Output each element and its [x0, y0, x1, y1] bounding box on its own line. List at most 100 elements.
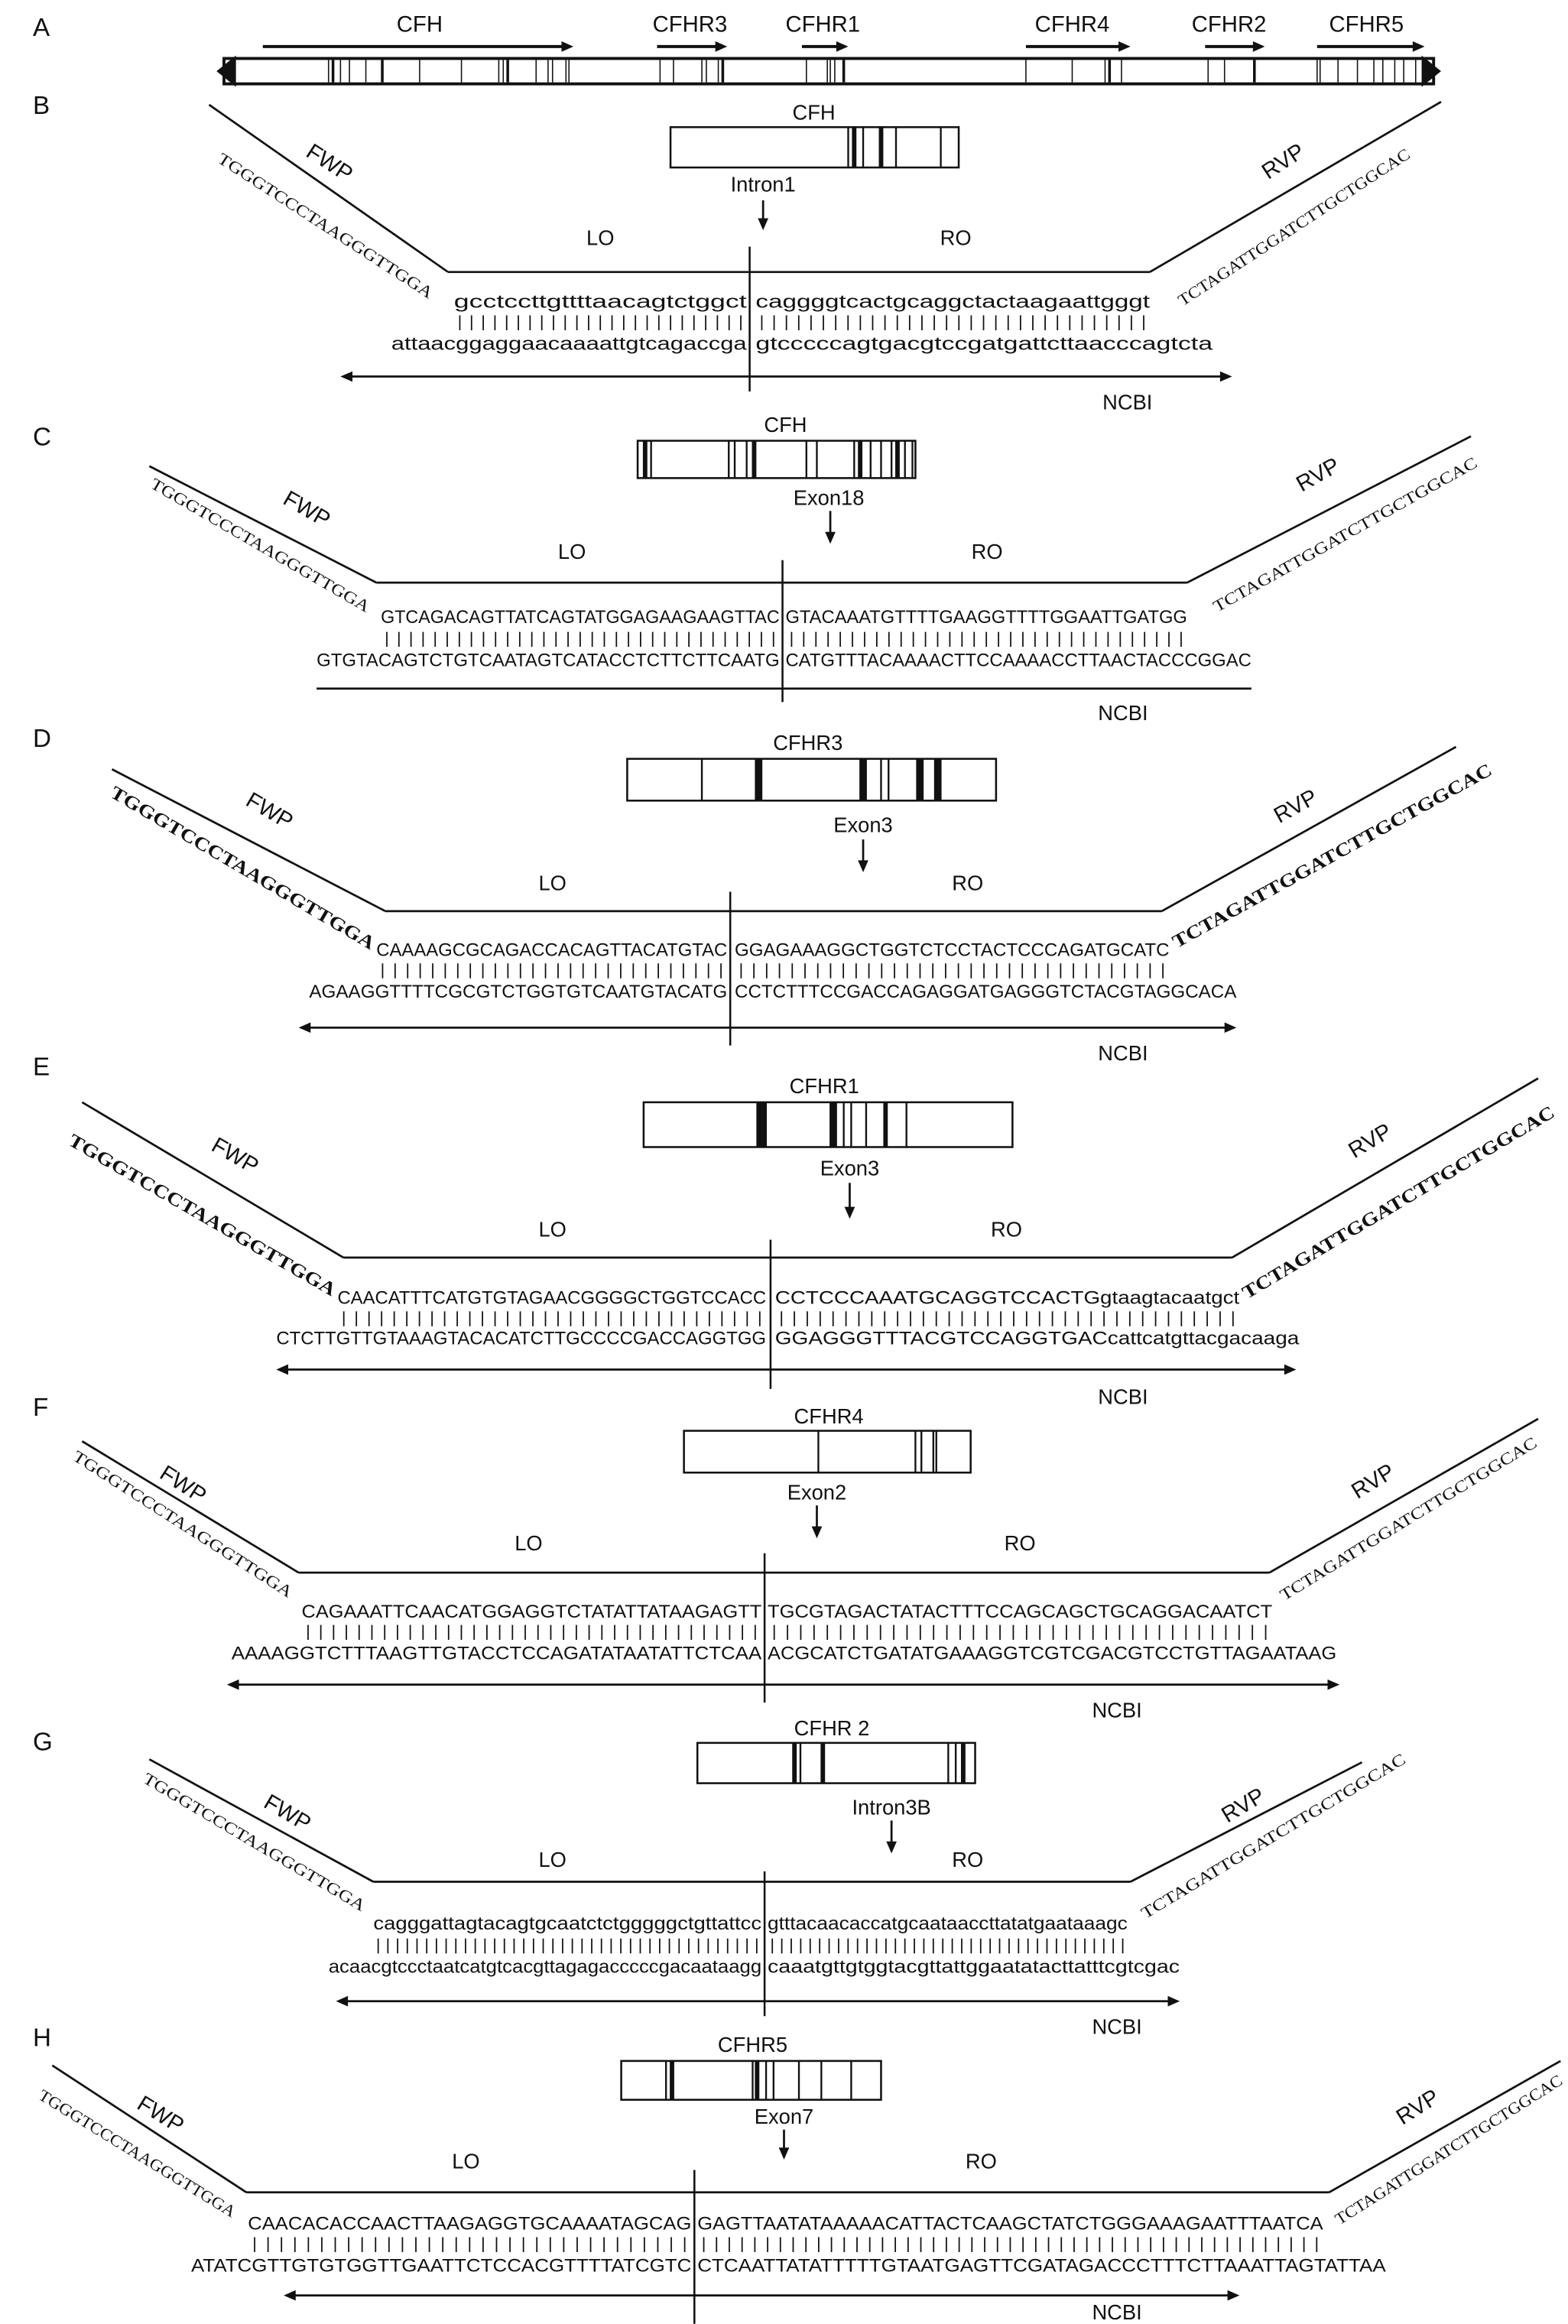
ncbi-label: NCBI [1092, 1699, 1141, 1722]
right-oligo-label: RO [972, 540, 1003, 563]
breakpoint-feature-label: Exon3 [833, 813, 893, 836]
down-arrow-icon [778, 2147, 790, 2160]
junction-top-right-sequence: GTACAAATGTTTTGAAGGTTTTGGAATTGATGG [785, 607, 1187, 628]
gene-label: CFHR 2 [794, 1716, 870, 1740]
reverse-primer-sequence: TCTAGATTGGATCTTGCTGGCAC [1277, 1433, 1540, 1605]
junction-top-right-sequence: TGCGTAGACTATACTTTCCAGCAGCTGCAGGACAATCT [768, 1602, 1272, 1622]
ncbi-label: NCBI [1098, 1041, 1148, 1065]
gene-direction-arrow-icon [1118, 41, 1131, 52]
gene-box [636, 440, 917, 479]
reverse-primer-line [1149, 100, 1442, 273]
rvp-label: RVP [1217, 1783, 1269, 1828]
gene-label: CFHR3 [653, 11, 728, 37]
down-arrow-icon [825, 531, 836, 544]
base-match-bars [386, 631, 1182, 648]
forward-primer-line [148, 465, 377, 584]
ncbi-bottom-left-sequence: GTGTACAGTCTGTCAATAGTCATACCTCTTCTTCAATG [317, 650, 780, 670]
reverse-primer-line [1187, 435, 1472, 584]
right-oligo-label: RO [940, 226, 972, 250]
down-arrow-icon [858, 860, 868, 873]
left-oligo-label: LO [558, 540, 586, 563]
right-oligo-label: RO [952, 1848, 983, 1871]
down-arrow-icon [758, 218, 768, 231]
ncbi-bottom-right-sequence: CCTCTTTCCGACCAGAGGATGAGGGTCTACGTAGGCACA [735, 982, 1237, 1002]
junction-top-right-sequence: GGAGAAAGGCTGGTCTCCTACTCCCAGATGCATC [735, 940, 1169, 960]
panel-letter: C [33, 423, 51, 451]
breakpoint-feature-label: Exon18 [794, 486, 865, 510]
base-match-bars [254, 2237, 1318, 2252]
fwp-label: FWP [242, 787, 297, 834]
junction-top-right-sequence: CCTCCCAAATGCAGGTCCACTGgtaagtacaatgct [775, 1288, 1240, 1309]
gene-arrow-cfhr1: CFHR1 [785, 11, 860, 52]
fwp-label: FWP [279, 485, 335, 532]
junction-top-left-sequence: GTCAGACAGTTATCAGTATGGAGAAGAAGTTAC [381, 607, 780, 628]
gene-structure: CFH [669, 101, 960, 169]
down-arrow-icon [844, 1206, 855, 1219]
rvp-label: RVP [1258, 138, 1310, 184]
forward-primer-line [148, 1758, 374, 1883]
right-arrowhead-icon [1227, 2290, 1240, 2301]
forward-primer-sequence: TGGGTCCCTAAGGGTTGGA [148, 475, 374, 616]
panel-letter: D [33, 725, 51, 753]
junction-top-left-sequence: CAACATTTCATGTGTAGAACGGGGCTGGTCCACC [337, 1288, 766, 1309]
left-arrowhead-icon [298, 1022, 311, 1034]
ncbi-bottom-right-sequence: gtcccccagtgacgtccgatgattcttaacccagtcta [755, 333, 1213, 354]
gene-label: CFHR4 [1035, 11, 1110, 37]
forward-primer-sequence: TGGGTCCCTAAGGGTTGGA [140, 1769, 369, 1915]
rvp-label: RVP [1344, 1118, 1396, 1164]
reverse-primer-line [1328, 2059, 1561, 2193]
gene-label: CFH [397, 11, 443, 37]
breakpoint-feature-label: Intron3B [852, 1796, 930, 1819]
left-arrowhead-icon [336, 1995, 349, 2007]
reverse-primer-sequence: TCTAGATTGGATCTTGCTGGCAC [1138, 1750, 1408, 1923]
left-oligo-label: LO [515, 1531, 542, 1555]
gene-label: CFHR1 [785, 11, 860, 37]
junction-top-left-sequence: CAGAAATTCAACATGGAGGTCTATATTATAAGAGTT [302, 1602, 762, 1622]
gene-arrow-cfhr4: CFHR4 [1025, 11, 1131, 52]
gene-arrow-cfhr5: CFHR5 [1316, 11, 1425, 52]
panel-letter: B [33, 92, 50, 120]
base-match-bars [377, 1938, 1124, 1954]
junction-top-right-sequence: caggggtcactgcaggctactaagaattgggt [755, 292, 1150, 313]
ncbi-label: NCBI [1102, 391, 1152, 414]
rvp-label: RVP [1391, 2084, 1443, 2130]
left-oligo-label: LO [538, 1218, 566, 1242]
right-arrowhead-icon [1224, 1022, 1237, 1034]
breakpoint-feature-label: Exon7 [755, 2105, 813, 2128]
gene-label: CFHR5 [1329, 11, 1404, 37]
ncbi-bottom-left-sequence: acaacgtccctaatcatgtcacgttagagacccccgacaa… [329, 1957, 761, 1978]
down-arrow-icon [811, 1526, 823, 1539]
ncbi-label: NCBI [1092, 2015, 1141, 2039]
right-oligo-label: RO [1005, 1531, 1036, 1555]
reverse-primer-sequence: TCTAGATTGGATCTTGCTGGCAC [1332, 2071, 1566, 2228]
gene-direction-arrow-icon [1252, 41, 1265, 52]
chromosome-region-bar [222, 57, 1436, 86]
reverse-primer-line [1231, 1077, 1539, 1259]
forward-primer-line [81, 1440, 300, 1574]
gene-label: CFHR5 [718, 2033, 787, 2056]
gene-direction-arrow-icon [561, 41, 574, 52]
breakpoint-feature-label: Intron1 [731, 172, 796, 196]
gene-structure: CFHR5 [620, 2033, 882, 2101]
junction-top-right-sequence: GAGTTAATATAAAAACATTACTCAAGCTATCTGGGAAAGA… [697, 2214, 1323, 2235]
ncbi-bottom-right-sequence: ACGCATCTGATATGAAAGGTCGTCGACGTCCTGTTAGAAT… [768, 1643, 1336, 1663]
breakpoint-feature-label: Exon3 [820, 1157, 880, 1180]
reverse-primer-line [1268, 1417, 1539, 1574]
reverse-primer-line [1130, 1761, 1363, 1883]
ncbi-bottom-right-sequence: caaatgttgtggtacgttattggaatatacttatttcgtc… [768, 1957, 1180, 1978]
left-oligo-label: LO [538, 871, 566, 894]
left-arrowhead-icon [284, 2290, 296, 2301]
junction-top-left-sequence: gcctccttgttttaacagtctggct [454, 292, 747, 313]
panel-letter: A [33, 14, 50, 42]
ncbi-bottom-left-sequence: CTCTTGTTGTAAAGTACACATCTTGCCCCGACCAGGTGG [276, 1328, 766, 1349]
gene-structure: CFHR1 [642, 1074, 1014, 1148]
right-oligo-label: RO [966, 2150, 997, 2173]
forward-primer-line [81, 1101, 344, 1259]
right-arrowhead-icon [1327, 1679, 1340, 1690]
gene-box [669, 126, 960, 169]
